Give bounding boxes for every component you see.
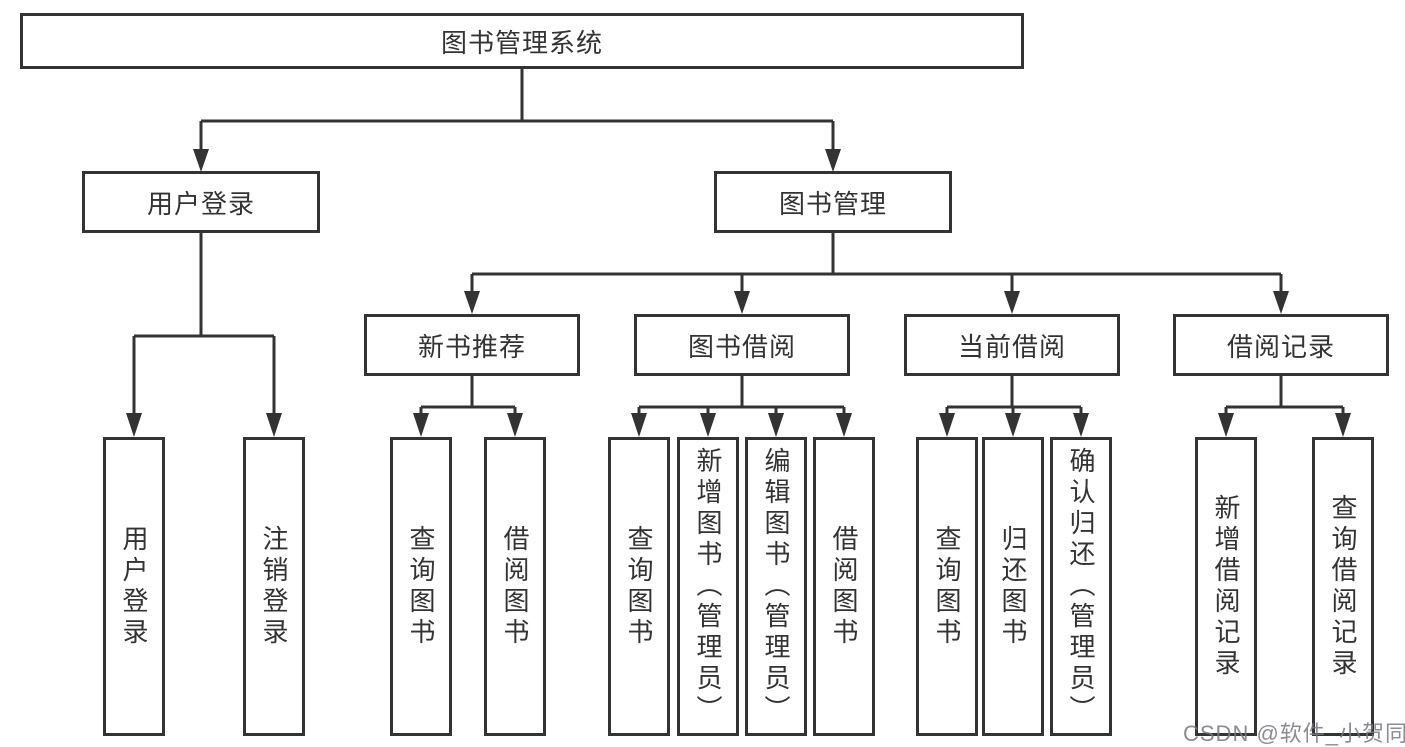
leaf-edit-book-admin-label: 编辑图书（管理员） — [761, 447, 791, 726]
leaf-query-borrow-record: 查询借阅记录 — [1312, 437, 1374, 736]
node-current-borrowing-label: 当前借阅 — [957, 331, 1066, 362]
arrowheads — [126, 149, 1351, 437]
node-library-system-label: 图书管理系统 — [440, 27, 603, 58]
leaf-confirm-return-admin-label: 确认归还（管理员） — [1066, 447, 1096, 726]
leaf-confirm-return-admin: 确认归还（管理员） — [1050, 437, 1112, 736]
node-book-management-label: 图书管理 — [778, 188, 887, 219]
leaf-user-login-label: 用户登录 — [119, 524, 149, 649]
node-borrowing-records: 借阅记录 — [1173, 314, 1389, 376]
leaf-query-books-borrow-label: 查询图书 — [624, 524, 654, 649]
node-current-borrowing: 当前借阅 — [904, 314, 1120, 376]
leaf-add-book-admin: 新增图书（管理员） — [677, 437, 739, 736]
leaf-query-books-recommend: 查询图书 — [390, 437, 452, 736]
leaf-add-book-admin-label: 新增图书（管理员） — [693, 447, 723, 726]
leaf-logout-label: 注销登录 — [259, 524, 289, 649]
node-borrowing-records-label: 借阅记录 — [1226, 331, 1335, 362]
node-new-book-recommendation-label: 新书推荐 — [417, 331, 526, 362]
node-book-borrowing-label: 图书借阅 — [687, 331, 796, 362]
leaf-query-books-recommend-label: 查询图书 — [406, 524, 436, 649]
node-user-login-label: 用户登录 — [146, 188, 255, 219]
node-book-management: 图书管理 — [714, 171, 952, 233]
node-book-borrowing: 图书借阅 — [634, 314, 850, 376]
leaf-add-borrow-record-label: 新增借阅记录 — [1211, 493, 1241, 680]
leaf-return-book: 归还图书 — [982, 437, 1044, 736]
node-user-login: 用户登录 — [82, 171, 320, 233]
node-library-system: 图书管理系统 — [20, 13, 1024, 69]
leaf-logout: 注销登录 — [243, 437, 305, 736]
leaf-borrow-books-recommend: 借阅图书 — [484, 437, 546, 736]
leaf-query-books-borrow: 查询图书 — [608, 437, 670, 736]
leaf-return-book-label: 归还图书 — [998, 524, 1028, 649]
leaf-query-books-current-label: 查询图书 — [932, 524, 962, 649]
leaf-borrow-books-borrow: 借阅图书 — [813, 437, 875, 736]
leaf-add-borrow-record: 新增借阅记录 — [1195, 437, 1257, 736]
leaf-query-borrow-record-label: 查询借阅记录 — [1328, 493, 1358, 680]
csdn-watermark: CSDN @软件_小贺同学 — [1183, 721, 1405, 746]
node-new-book-recommendation: 新书推荐 — [364, 314, 580, 376]
leaf-query-books-current: 查询图书 — [916, 437, 978, 736]
leaf-edit-book-admin: 编辑图书（管理员） — [745, 437, 807, 736]
leaf-borrow-books-borrow-label: 借阅图书 — [829, 524, 859, 649]
leaf-borrow-books-recommend-label: 借阅图书 — [500, 524, 530, 649]
leaf-user-login: 用户登录 — [103, 437, 165, 736]
